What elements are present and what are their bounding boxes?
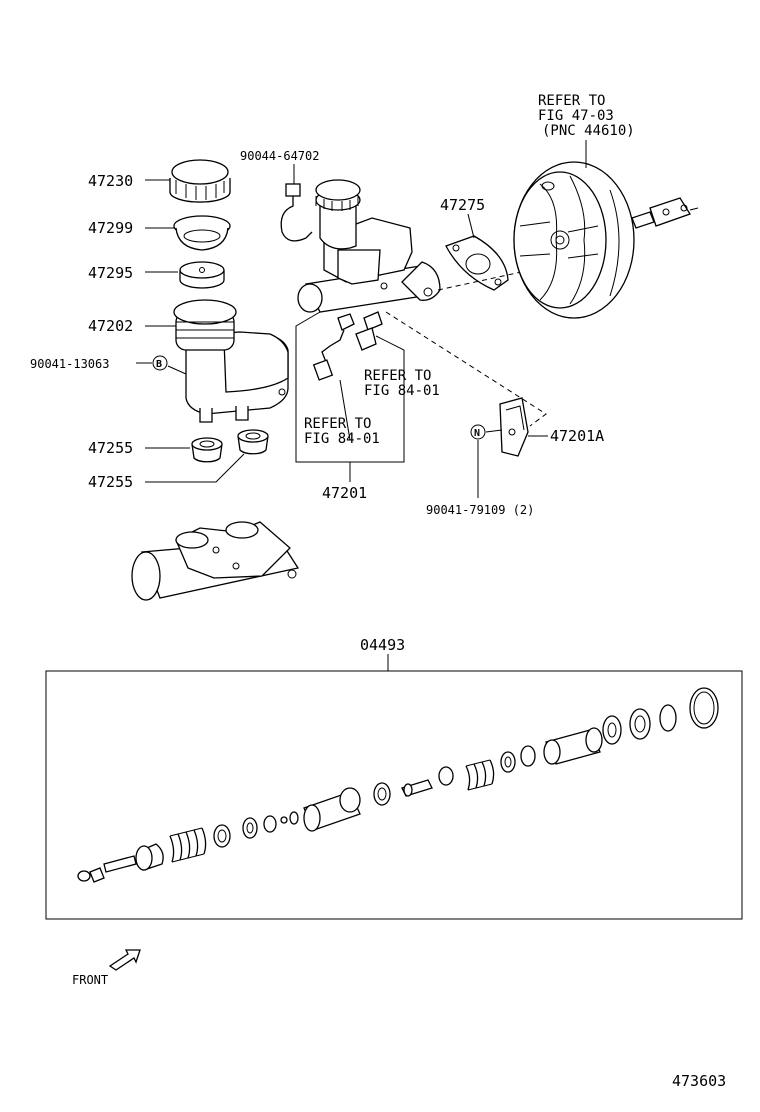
diaphragm-part	[173, 215, 231, 251]
label-47295: 47295	[88, 264, 133, 282]
float-part	[179, 261, 225, 289]
label-47201: 47201	[322, 484, 367, 502]
label-90044-64702: 90044-64702	[240, 149, 319, 163]
label-47299: 47299	[88, 219, 133, 237]
label-90041-13063: 90041-13063	[30, 357, 109, 371]
figure-number: 473603	[672, 1072, 726, 1090]
brake-booster-part	[513, 161, 699, 319]
label-47255-b: 47255	[88, 473, 133, 491]
master-cylinder-body	[297, 179, 441, 313]
repair-kit-box	[45, 670, 743, 920]
cylinder-sketch	[131, 521, 300, 601]
label-04493: 04493	[360, 636, 405, 654]
label-47255-a: 47255	[88, 439, 133, 457]
reservoir-tank-part	[173, 299, 289, 423]
booster-ref-line-3: (PNC 44610)	[542, 123, 635, 139]
repair-kit-parts	[77, 687, 719, 883]
front-arrow-icon	[108, 949, 141, 971]
grommet-part-b	[237, 429, 269, 455]
label-47230: 47230	[88, 172, 133, 190]
pressure-switch-left	[312, 313, 355, 381]
switch-right-ref-line-1: REFER TO	[364, 368, 431, 384]
bolt-marker-letter: B	[156, 359, 162, 370]
grommet-part-a	[191, 437, 223, 463]
switch-left-ref-line-2: FIG 84-01	[304, 431, 380, 447]
nut-marker-icon: N	[470, 424, 486, 440]
booster-ref-line-1: REFER TO	[538, 93, 605, 109]
label-47275: 47275	[440, 196, 485, 214]
label-47201A: 47201A	[550, 427, 604, 445]
label-90041-79109: 90041-79109 (2)	[426, 503, 534, 517]
bracket-part-47201A	[499, 397, 529, 457]
nut-marker-letter: N	[474, 428, 480, 439]
switch-left-ref-line-1: REFER TO	[304, 416, 371, 432]
bolt-marker-icon: B	[152, 355, 168, 371]
gasket-part	[445, 235, 509, 291]
reservoir-cap-part	[169, 159, 231, 203]
switch-right-ref-line-2: FIG 84-01	[364, 383, 440, 399]
label-47202: 47202	[88, 317, 133, 335]
connector-part	[280, 183, 313, 242]
front-label: FRONT	[72, 973, 108, 987]
pressure-switch-right	[355, 311, 383, 351]
booster-ref-line-2: FIG 47-03	[538, 108, 614, 124]
